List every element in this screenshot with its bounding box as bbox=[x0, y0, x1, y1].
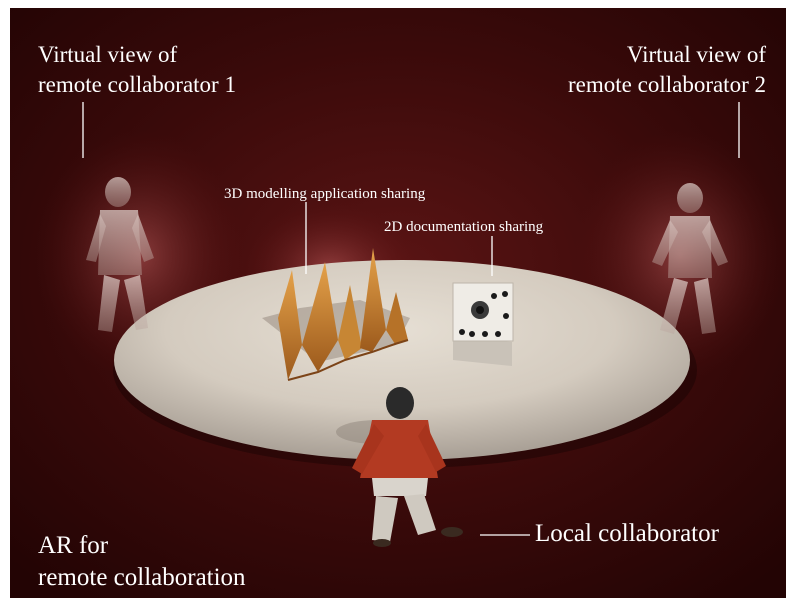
diagram-title: AR for remote collaboration bbox=[38, 530, 246, 594]
label-remote-2: Virtual view of remote collaborator 2 bbox=[568, 40, 766, 100]
label-modelling-application: 3D modelling application sharing bbox=[224, 186, 426, 202]
label-remote-2-line1: Virtual view of bbox=[626, 42, 766, 67]
label-remote-2-line2: remote collaborator 2 bbox=[568, 72, 766, 97]
label-remote-1: Virtual view of remote collaborator 1 bbox=[38, 40, 236, 100]
diagram-title-line1: AR for bbox=[38, 532, 109, 559]
remote-collaborator-2-figure bbox=[652, 183, 728, 334]
remote-collaborator-1-figure bbox=[86, 177, 154, 332]
local-collaborator-figure bbox=[336, 387, 463, 547]
diagram-title-line2: remote collaboration bbox=[38, 564, 246, 591]
shared-table bbox=[114, 260, 690, 460]
3d-model-surface bbox=[262, 248, 410, 381]
label-remote-1-line2: remote collaborator 1 bbox=[38, 72, 236, 97]
2d-documentation-panel bbox=[452, 282, 514, 366]
label-documentation-sharing: 2D documentation sharing bbox=[384, 219, 544, 235]
label-remote-1-line1: Virtual view of bbox=[38, 42, 178, 67]
label-local-collaborator: Local collaborator bbox=[535, 520, 719, 547]
